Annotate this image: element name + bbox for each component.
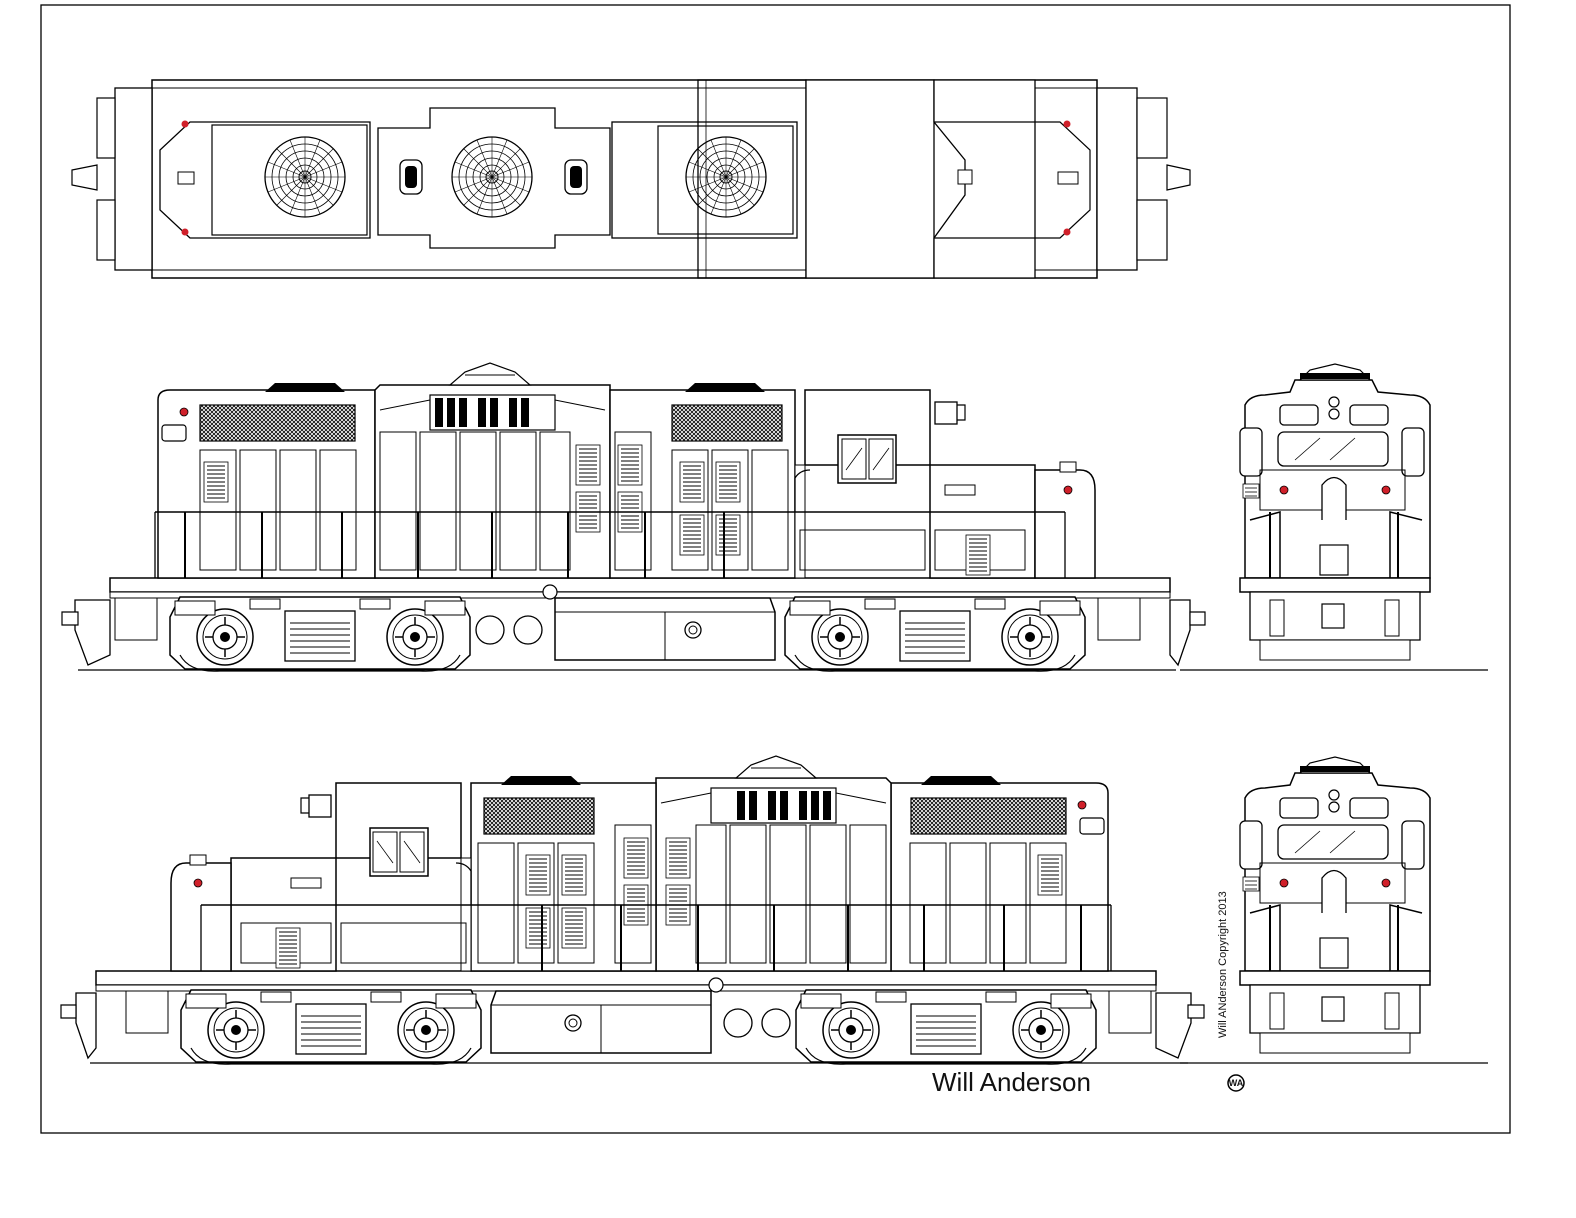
author-signature: Will Anderson <box>932 1067 1091 1097</box>
maker-mark-text: WA <box>1229 1078 1244 1088</box>
copyright-note: Will ANderson Copyright 2013 <box>1217 891 1229 1038</box>
top-plan-view <box>71 79 1191 279</box>
maker-mark-icon: WA <box>1227 1074 1245 1092</box>
